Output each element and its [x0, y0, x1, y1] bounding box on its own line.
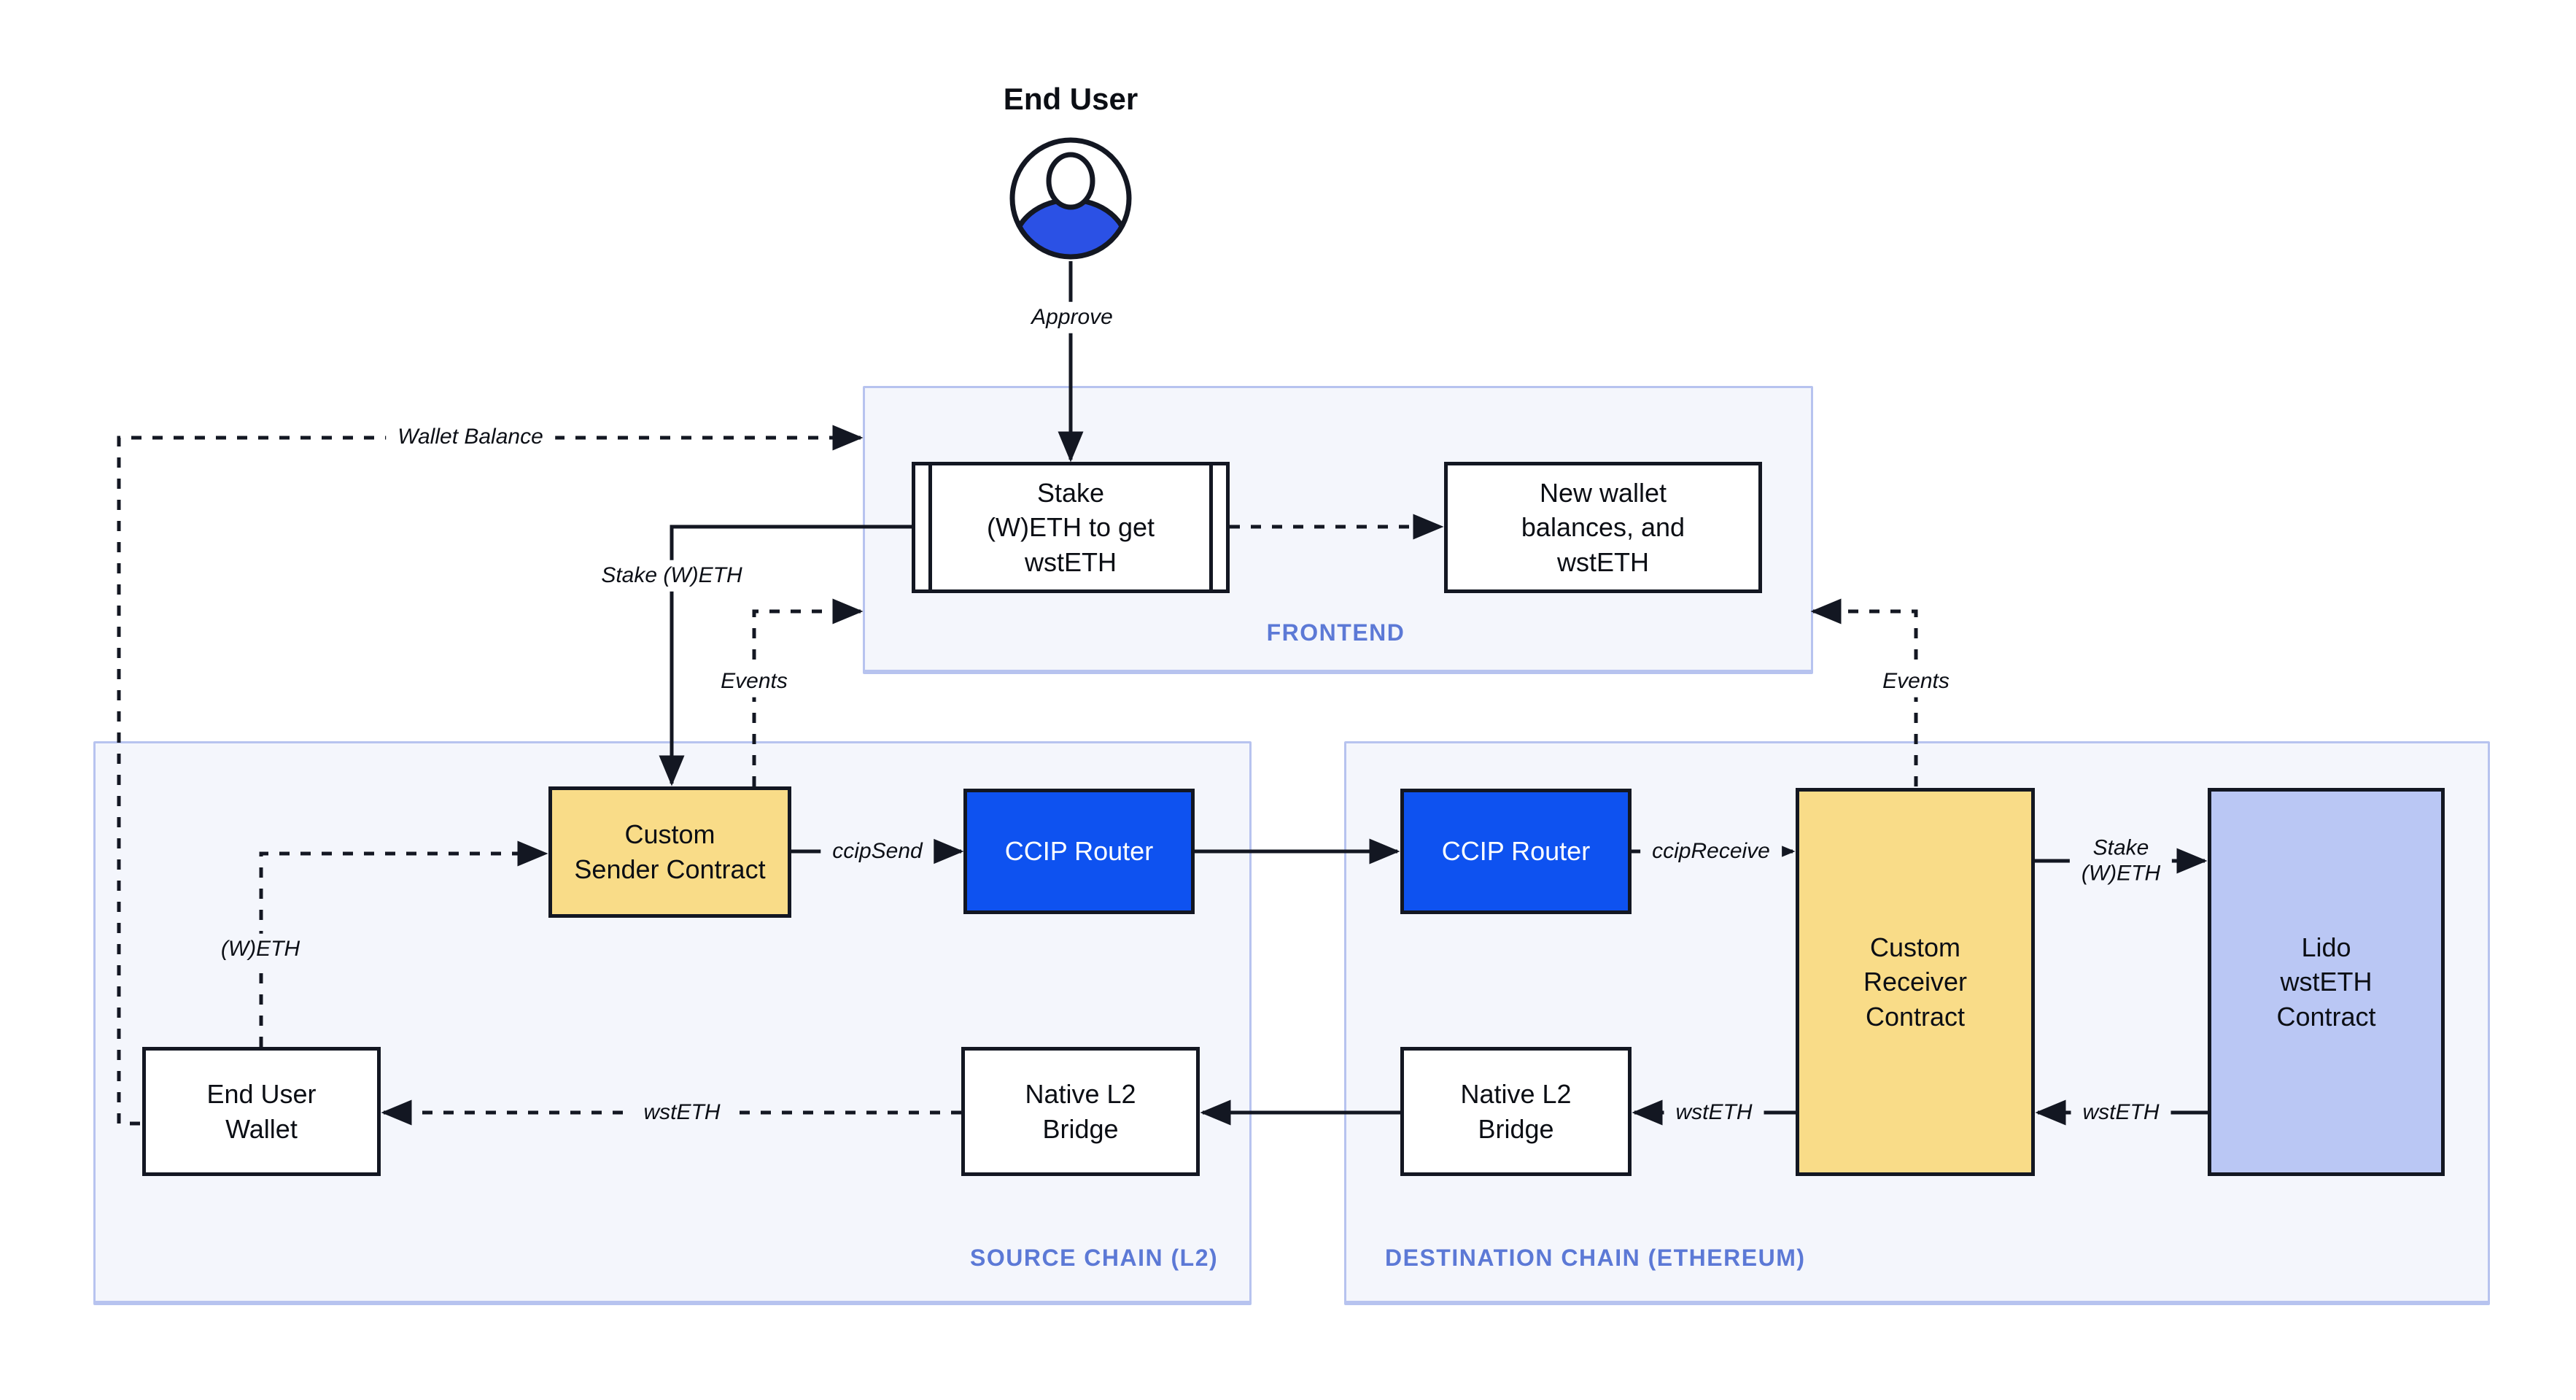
native-bridge-source-node: Native L2 Bridge: [961, 1047, 1200, 1176]
custom-sender-label: Custom Sender Contract: [574, 819, 766, 884]
source-chain-zone-title: SOURCE CHAIN (L2): [970, 1245, 1219, 1271]
native-bridge-dest-label: Native L2 Bridge: [1460, 1078, 1572, 1144]
balances-widget-label: New wallet balances, and wstETH: [1521, 477, 1685, 577]
ccip-receive-edge-label: ccipReceive: [1640, 835, 1782, 867]
ccip-router-source-node: CCIP Router: [963, 789, 1195, 914]
end-user-title: End User: [1003, 82, 1138, 116]
person-icon: [1009, 137, 1132, 260]
wsteth-to-wallet-edge-label: wstETH: [632, 1097, 732, 1129]
custom-receiver-label: Custom Receiver Contract: [1863, 932, 1968, 1032]
end-user-wallet-label: End User Wallet: [206, 1078, 317, 1144]
stake-weth-edge-label: Stake (W)ETH: [589, 560, 754, 592]
stake-widget-node: Stake (W)ETH to get wstETH: [912, 462, 1230, 593]
events-right-edge-label: Events: [1871, 665, 1961, 697]
destination-chain-zone-title: DESTINATION CHAIN (ETHEREUM): [1385, 1245, 1806, 1271]
frontend-zone-title: FRONTEND: [1266, 619, 1405, 646]
ccip-router-dest-label: CCIP Router: [1441, 836, 1591, 867]
approve-edge-label: Approve: [1020, 301, 1125, 333]
weth-edge-label: (W)ETH: [209, 933, 312, 965]
lido-contract-label: Lido wstETH Contract: [2276, 932, 2376, 1032]
subroutine-bar-left: [928, 465, 932, 589]
custom-sender-node: Custom Sender Contract: [548, 786, 791, 918]
events-left-edge-label: Events: [709, 665, 799, 697]
lido-contract-node: Lido wstETH Contract: [2208, 788, 2445, 1176]
custom-receiver-node: Custom Receiver Contract: [1796, 788, 2035, 1176]
ccip-send-edge-label: ccipSend: [820, 835, 934, 867]
end-user-wallet-node: End User Wallet: [142, 1047, 381, 1176]
wallet-balance-edge-label: Wallet Balance: [386, 421, 555, 453]
ccip-router-source-label: CCIP Router: [1004, 836, 1154, 867]
wsteth-to-bridge-edge-label: wstETH: [1664, 1097, 1764, 1129]
stake-widget-label: Stake (W)ETH to get wstETH: [986, 477, 1155, 577]
stake-weth-lido-edge-label: Stake (W)ETH: [2069, 832, 2173, 889]
native-bridge-source-label: Native L2 Bridge: [1025, 1078, 1136, 1144]
ccip-router-dest-node: CCIP Router: [1400, 789, 1632, 914]
wsteth-from-lido-edge-label: wstETH: [2071, 1097, 2171, 1129]
native-bridge-dest-node: Native L2 Bridge: [1400, 1047, 1632, 1176]
subroutine-bar-right: [1209, 465, 1213, 589]
balances-widget-node: New wallet balances, and wstETH: [1444, 462, 1762, 593]
